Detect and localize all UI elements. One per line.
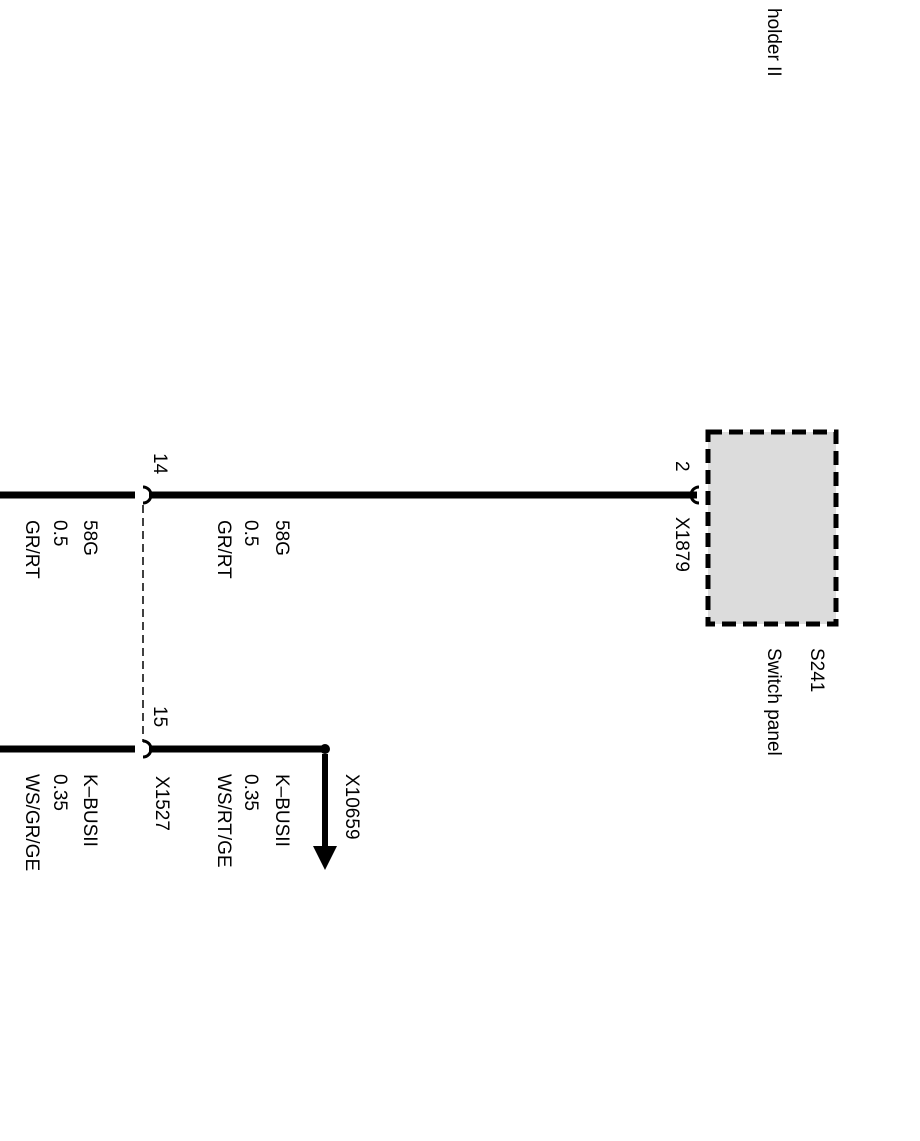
pin-15-label: 15 [149,706,170,727]
pin-2-label: 2 [671,461,692,472]
connector-x10659-label: X10659 [341,774,362,840]
switch-panel-component: S241 Switch panel [705,429,839,756]
switch-panel-id: S241 [806,648,827,692]
wire-kbus-end-dot [320,744,330,754]
wire-kbus-upper-signal: K–BUSII [271,774,292,847]
diagram-title-fragment: holder II [763,8,784,77]
wire-kbus-lower-gauge: 0.35 [49,774,70,811]
wire-kbus-upper-color: WS/RT/GE [213,774,234,868]
wire-58g-lower-color: GR/RT [21,520,42,579]
connector-x1527-label: X1527 [151,776,172,831]
wire-58g-upper-color: GR/RT [213,520,234,579]
connector-x1879-label: X1879 [671,517,692,572]
wire-kbus-lower-signal: K–BUSII [79,774,100,847]
pin-15-terminal [142,739,153,759]
pin-14-label: 14 [149,453,170,475]
wire-58g-upper-signal: 58G [271,520,292,556]
switch-panel-name: Switch panel [763,648,784,756]
wire-58g-lower-gauge: 0.5 [49,520,70,546]
wire-kbus-upper-gauge: 0.35 [240,774,261,811]
switch-panel-box [705,429,839,627]
arrow-down-icon [313,754,337,870]
wire-kbus-lower-color: WS/GR/GE [21,774,42,871]
pin-14-terminal [142,485,153,505]
wire-58g-upper-gauge: 0.5 [240,520,261,546]
wire-58g-lower-signal: 58G [79,520,100,556]
